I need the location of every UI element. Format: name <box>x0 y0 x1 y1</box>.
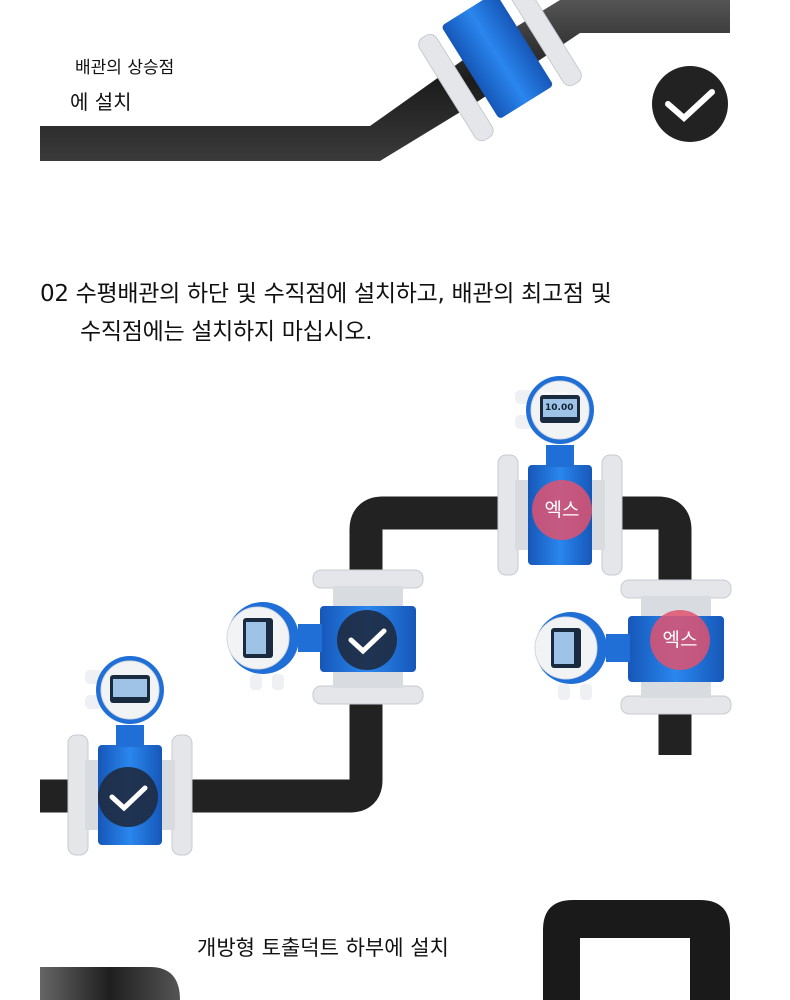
section3-pipe-left <box>40 967 180 1000</box>
section1-meter <box>418 0 582 142</box>
section1-caption-line2: 에 설치 <box>70 90 132 114</box>
meter-brand: flow meter <box>541 391 568 397</box>
wrong-label-right: 엑스 <box>662 629 698 651</box>
section2-heading-line1: 02 수평배관의 하단 및 수직점에 설치하고, 배관의 최고점 및 <box>40 281 612 307</box>
section3-duct <box>543 900 730 1000</box>
section2-heading-line2: 수직점에는 설치하지 마십시오. <box>80 319 373 345</box>
section3-caption: 개방형 토출덕트 하부에 설치 <box>197 936 449 960</box>
wrong-label-top: 엑스 <box>544 499 580 521</box>
section1-caption-line1: 배관의 상승점 <box>75 58 175 78</box>
check-icon <box>337 610 397 670</box>
check-icon <box>652 66 728 142</box>
section1-pipe <box>40 0 730 161</box>
meter-display: 10.00 <box>545 403 574 413</box>
check-icon <box>98 767 158 827</box>
section2-pipe <box>40 496 692 813</box>
wrong-mark-right <box>650 610 710 670</box>
wrong-mark-top <box>532 480 592 540</box>
